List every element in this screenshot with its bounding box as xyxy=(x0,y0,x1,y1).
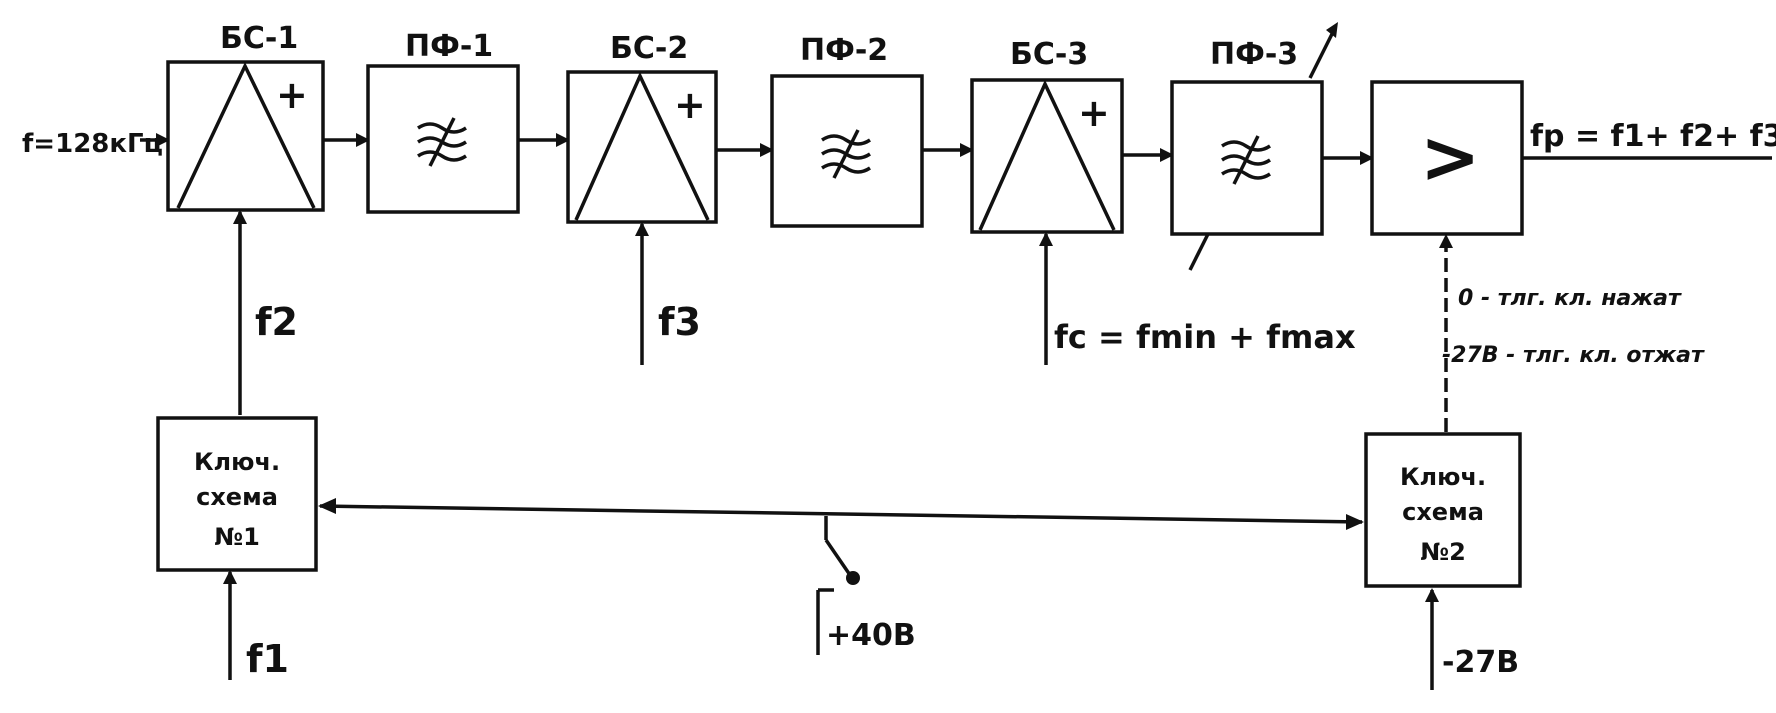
input-label: f=128кГц xyxy=(22,129,163,159)
minus27-label: -27В xyxy=(1442,645,1519,680)
key2-line2: схема xyxy=(1402,498,1484,526)
key2-line3: №2 xyxy=(1420,538,1466,566)
block-pf3: ПФ-3 xyxy=(1170,22,1338,271)
f1-label: f1 xyxy=(246,637,289,681)
key-bus-left-arrowhead-icon xyxy=(318,498,336,514)
key2-line1: Ключ. xyxy=(1400,463,1486,491)
key-bus-right-arrowhead-icon xyxy=(1346,514,1364,530)
block-key1: Ключ. схема №1 xyxy=(156,416,318,572)
bs1-sign: + xyxy=(276,73,308,117)
amp-box xyxy=(1370,80,1524,236)
block-bs2: БС-2 + xyxy=(566,31,718,224)
amp-symbol: > xyxy=(1420,115,1480,199)
f2-label: f2 xyxy=(255,300,298,344)
block-bs3: БС-3 + xyxy=(970,37,1124,234)
pf3-title: ПФ-3 xyxy=(1210,37,1298,72)
pf2-filter-icon xyxy=(821,129,871,179)
pf3-tuning-arrow xyxy=(1308,29,1336,79)
bs3-triangle-icon xyxy=(978,79,1116,231)
key1-line3: №1 xyxy=(214,523,260,551)
pf1-filter-icon xyxy=(417,117,467,167)
key-knob-icon xyxy=(846,571,860,585)
telegraph-key: +40В xyxy=(816,516,916,655)
key-lever xyxy=(824,539,852,576)
pf3-tuning-tail xyxy=(1188,233,1210,271)
bs2-sign: + xyxy=(674,83,706,127)
key2-note-released: -27В - тлг. кл. отжат xyxy=(1442,343,1705,368)
key1-line1: Ключ. xyxy=(194,448,280,476)
key2-box xyxy=(1364,432,1522,588)
key1-box xyxy=(156,416,318,572)
bs1-title: БС-1 xyxy=(220,21,298,56)
bs2-triangle-icon xyxy=(574,71,710,221)
plus40-label: +40В xyxy=(826,618,916,653)
fc-label: fс = fmin + fmax xyxy=(1054,318,1356,356)
pf3-filter-icon xyxy=(1221,135,1271,185)
bs2-title: БС-2 xyxy=(610,31,688,66)
block-key2: Ключ. схема №2 xyxy=(1364,432,1522,588)
pf2-title: ПФ-2 xyxy=(800,33,888,68)
bs1-triangle-icon xyxy=(176,61,316,209)
bs3-title: БС-3 xyxy=(1010,37,1088,72)
bs3-sign: + xyxy=(1078,91,1110,135)
pf3-tuning-arrowhead-icon xyxy=(1326,22,1338,38)
output-label: fр = f1+ f2+ f3+ fс xyxy=(1530,119,1776,154)
f3-label: f3 xyxy=(658,300,701,344)
block-amplifier: > xyxy=(1370,80,1524,236)
block-pf2: ПФ-2 xyxy=(770,33,924,228)
block-pf1: ПФ-1 xyxy=(366,29,520,214)
key-bus-line xyxy=(319,504,1363,524)
key1-line2: схема xyxy=(196,483,278,511)
pf1-title: ПФ-1 xyxy=(405,29,493,64)
block-bs1: БС-1 + xyxy=(166,21,325,212)
key2-note-pressed: 0 - тлг. кл. нажат xyxy=(1458,286,1682,311)
bs2-box xyxy=(566,70,718,224)
input-signal: f=128кГц xyxy=(22,129,170,159)
